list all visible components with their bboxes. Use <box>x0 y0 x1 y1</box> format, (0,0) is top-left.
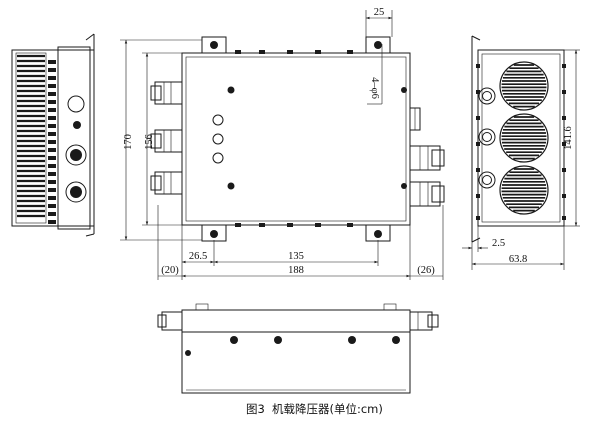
cable-gland <box>150 81 183 105</box>
edge-bolts <box>235 50 353 227</box>
figure-caption: 图3 机载降压器(单位:cm) <box>246 402 383 416</box>
indicator-dot <box>73 121 81 129</box>
front-view <box>150 36 445 242</box>
connector-port <box>65 144 87 166</box>
connector-port <box>65 181 87 203</box>
dimension-labels: 25 4–φ6 170 156 26.5 135 188 (20) (26) 1… <box>123 7 574 276</box>
dim-holes: 4–φ6 <box>369 77 380 99</box>
figure-number: 图3 <box>246 402 265 416</box>
cooling-fins <box>17 54 56 224</box>
dim-side-141-6: 141.6 <box>563 126 574 150</box>
cable-gland <box>409 107 421 131</box>
dim-side-63-8: 63.8 <box>509 254 527 265</box>
cable-gland <box>409 181 445 207</box>
dim-offset-26-5: 26.5 <box>189 251 207 262</box>
dimension-lines <box>120 10 580 280</box>
dim-length-188: 188 <box>288 265 304 276</box>
dim-side-2-5: 2.5 <box>492 238 505 249</box>
cable-gland <box>409 145 445 171</box>
right-side-view <box>471 35 566 243</box>
bottom-view <box>157 303 439 394</box>
dim-left-20: (20) <box>161 265 179 276</box>
cable-gland <box>409 311 439 331</box>
cable-gland <box>150 171 183 195</box>
edge-bolts <box>476 64 566 220</box>
figure-title: 机载降压器(单位:cm) <box>272 402 383 416</box>
dim-right-26: (26) <box>417 265 435 276</box>
dim-height-156: 156 <box>144 134 155 150</box>
dim-height-170: 170 <box>123 134 134 150</box>
cable-gland <box>157 311 183 331</box>
left-side-view <box>11 33 95 237</box>
fan-grilles <box>499 61 549 215</box>
cable-gland <box>150 129 183 153</box>
dim-span-135: 135 <box>288 251 304 262</box>
dim-top-25: 25 <box>374 7 385 18</box>
connector-port <box>67 95 85 113</box>
